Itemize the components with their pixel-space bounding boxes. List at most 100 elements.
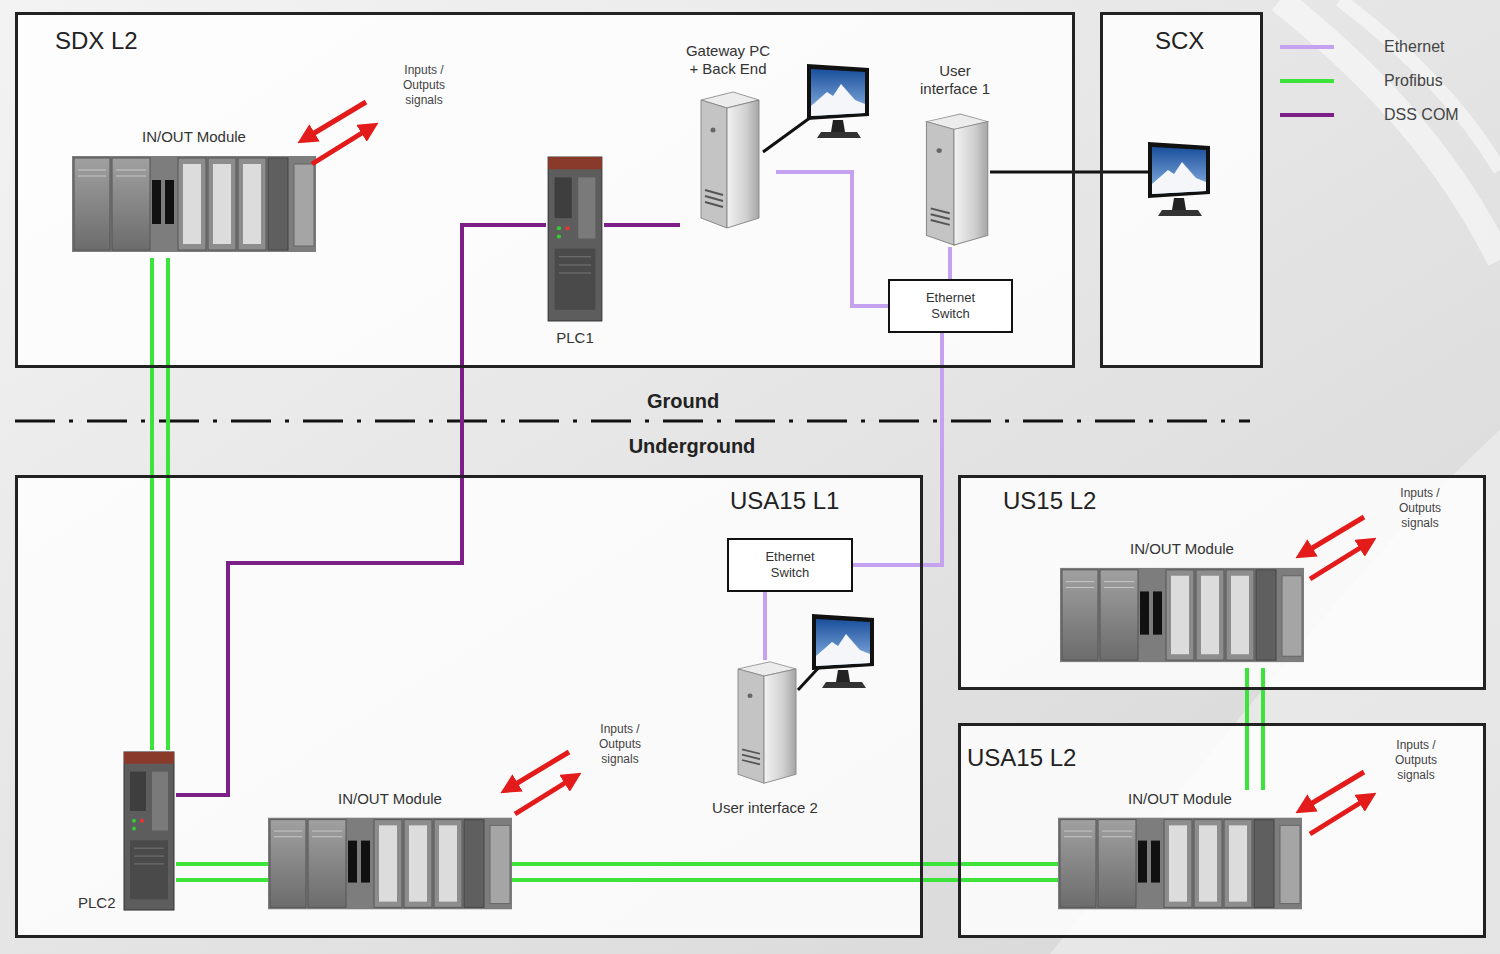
monitor-picture — [807, 64, 869, 138]
cable-line — [604, 223, 680, 227]
picture-slot — [918, 112, 992, 247]
ethernet-switch: Ethernet Switch — [727, 538, 853, 592]
cable-line — [176, 225, 546, 795]
io-module-picture — [1058, 818, 1302, 910]
ethernet-cable — [765, 592, 766, 660]
picture-slot — [72, 150, 316, 258]
cable-line — [1261, 668, 1265, 790]
legend: EthernetProfibusDSS COM — [1278, 30, 1459, 132]
zone-panel: IN/OUT ModulePLC1 Gateway PC + Back EndUs… — [15, 12, 1075, 368]
plc-picture — [548, 157, 602, 321]
profibus-cable — [176, 864, 268, 880]
ground-divider-line — [15, 420, 1250, 423]
profibus-cable — [512, 864, 1058, 880]
io-module: IN/OUT Module — [1060, 540, 1304, 668]
computer-picture — [926, 114, 987, 245]
ethernet-switch: Ethernet Switch — [888, 279, 1013, 333]
zone-fill — [958, 723, 1486, 938]
signal-note: Inputs / Outputs signals — [1391, 486, 1449, 531]
monitor-picture — [1148, 142, 1210, 216]
legend-line — [1280, 113, 1334, 117]
switch-label: Ethernet Switch — [916, 290, 986, 322]
zone-heading: USA15 L2 — [967, 744, 1076, 772]
signal-note: Inputs / Outputs signals — [1387, 738, 1445, 783]
cable-line — [150, 258, 154, 750]
legend-line-sample — [1278, 76, 1336, 86]
legend-entry: Ethernet — [1278, 30, 1459, 64]
device-label: PLC2 — [78, 894, 122, 912]
zone-panel: SCX — [1100, 12, 1263, 368]
zone-divider-label: Ground — [603, 389, 763, 413]
cable-line — [166, 258, 170, 750]
zone-divider-label: Underground — [592, 434, 792, 458]
picture-slot — [1058, 812, 1302, 915]
io-module-picture — [1060, 568, 1304, 662]
legend-line — [1280, 79, 1334, 83]
device-label: Gateway PC + Back End — [683, 42, 773, 78]
cable-line — [512, 878, 1058, 882]
zone-fill — [1100, 12, 1263, 368]
cable-line — [176, 878, 268, 882]
plc-picture — [124, 752, 174, 910]
legend-line — [1280, 45, 1334, 49]
profibus-cable — [152, 258, 168, 750]
zone-fill — [958, 475, 1486, 690]
picture-slot — [122, 750, 176, 912]
computer: User interface 2 — [705, 660, 825, 817]
device-label: IN/OUT Module — [142, 128, 246, 146]
zone-heading: USA15 L1 — [730, 487, 839, 515]
plc: PLC2 — [78, 750, 176, 912]
cable-line — [176, 862, 268, 866]
signal-arrows — [1304, 772, 1368, 834]
signal-arrows — [1304, 517, 1368, 579]
device-label: User interface 1 — [915, 62, 995, 98]
zone-panel: Ethernet SwitchUser interface 2 PLC2 IN/OU… — [15, 475, 923, 938]
io-module-picture — [268, 818, 512, 910]
label-holder: Underground — [592, 434, 792, 458]
background-swoosh — [1340, 0, 1500, 170]
legend-line-sample — [1278, 42, 1336, 52]
label-holder: Inputs / Outputs signals — [1387, 738, 1445, 783]
label-holder: Inputs / Outputs signals — [1391, 486, 1449, 531]
legend-entry: DSS COM — [1278, 98, 1459, 132]
picture-slot — [268, 812, 512, 915]
cable-line — [763, 592, 767, 660]
device-label: IN/OUT Module — [338, 790, 442, 808]
device-label: IN/OUT Module — [1130, 540, 1234, 558]
io-module: IN/OUT Module — [268, 790, 512, 915]
io-module: IN/OUT Module — [1058, 790, 1302, 915]
ethernet-cable — [776, 172, 888, 306]
picture-slot — [546, 155, 604, 323]
cable-line — [948, 247, 952, 279]
picture-slot — [1060, 562, 1304, 668]
label-holder: Ground — [603, 389, 763, 413]
picture-slot — [693, 90, 763, 230]
computer-picture — [701, 92, 759, 228]
legend-entry: Profibus — [1278, 64, 1459, 98]
cable-line — [1245, 668, 1249, 790]
device-label: IN/OUT Module — [1128, 790, 1232, 808]
monitor-picture — [812, 614, 874, 688]
ethernet-cable — [950, 247, 951, 279]
device-label: User interface 2 — [712, 799, 818, 817]
computer-picture — [738, 662, 796, 783]
label-holder: Inputs / Outputs signals — [395, 63, 453, 108]
dss-com-cable — [604, 225, 680, 226]
signal-note: Inputs / Outputs signals — [591, 722, 649, 767]
computer: Gateway PC + Back End — [680, 42, 776, 230]
zone-heading: SCX — [1155, 27, 1204, 55]
signal-note: Inputs / Outputs signals — [395, 63, 453, 108]
video-cable — [990, 171, 1148, 174]
legend-text: DSS COM — [1384, 106, 1459, 124]
dss-com-cable — [176, 225, 546, 795]
legend-text: Ethernet — [1384, 38, 1444, 56]
background-swoosh — [1280, 0, 1500, 260]
cable-line — [776, 172, 888, 306]
picture-slot — [730, 660, 800, 785]
legend-line-sample — [1278, 110, 1336, 120]
device-label: PLC1 — [556, 329, 594, 347]
label-holder: Inputs / Outputs signals — [591, 722, 649, 767]
zone-heading: US15 L2 — [1003, 487, 1096, 515]
